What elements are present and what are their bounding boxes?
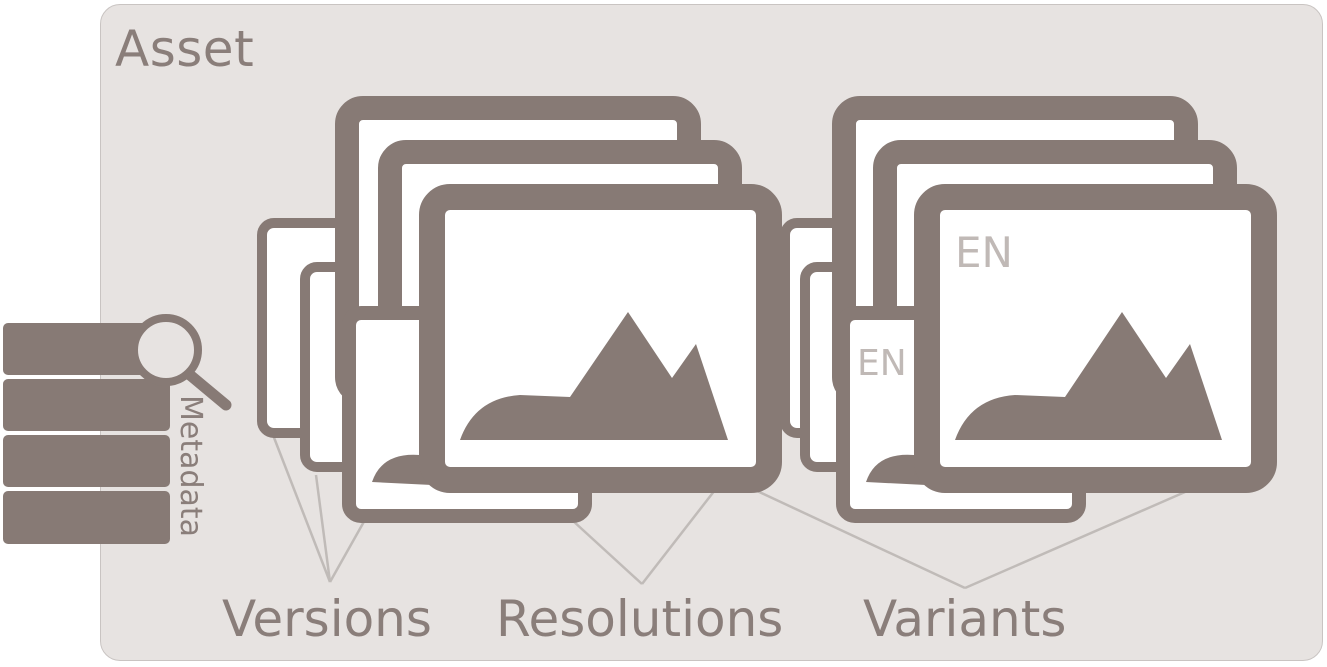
image-stack-right xyxy=(780,96,1277,523)
image-stack-left xyxy=(257,96,782,523)
connector-lines xyxy=(271,434,1186,590)
variant-label-large: EN xyxy=(955,228,1013,277)
metadata-label: Metadata xyxy=(173,395,208,538)
magnifier-icon xyxy=(130,314,232,411)
asset-title: Asset xyxy=(115,20,255,78)
variant-label-small: EN xyxy=(857,343,907,384)
resolutions-label: Resolutions xyxy=(496,590,784,648)
versions-label: Versions xyxy=(222,590,432,648)
database-stack-icon xyxy=(3,323,170,544)
variants-label: Variants xyxy=(863,590,1067,648)
